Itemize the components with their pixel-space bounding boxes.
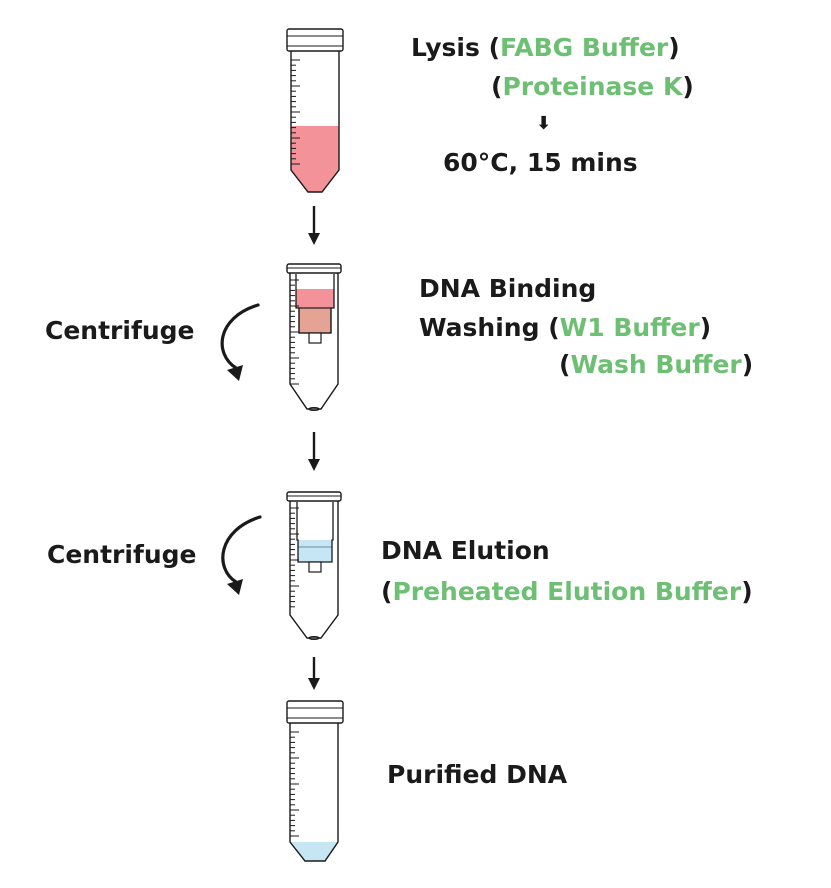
w1-buffer-label: W1 Buffer xyxy=(559,313,700,342)
elution-buffer-label: Preheated Elution Buffer xyxy=(392,577,742,606)
tube-graduations xyxy=(290,279,299,385)
tube-outline xyxy=(290,51,340,193)
paren-open: ( xyxy=(491,72,503,101)
paren-close: ) xyxy=(699,313,712,342)
down-arrow-icon xyxy=(308,432,320,471)
paren-open: ( xyxy=(559,350,571,379)
paren-open: ( xyxy=(381,577,393,606)
step3-elution-buffer-line: (Preheated Elution Buffer) xyxy=(381,576,753,608)
paren-open: ( xyxy=(488,33,501,62)
step2-wash-buffer-line: (Wash Buffer) xyxy=(559,349,753,381)
collection-tube-outline xyxy=(289,272,339,410)
dna-elution-label: DNA Elution xyxy=(381,536,550,565)
step1-proteinase-line: (Proteinase K) xyxy=(491,71,694,103)
paren-close: ) xyxy=(741,350,754,379)
down-arrow-icon xyxy=(308,206,320,245)
paren-close: ) xyxy=(668,33,680,62)
lysis-label: Lysis xyxy=(411,33,480,62)
tube-outline xyxy=(289,723,339,862)
fabg-buffer-label: FABG Buffer xyxy=(500,33,669,62)
step1-lysis-line: Lysis (FABG Buffer) xyxy=(411,32,680,64)
purified-dna-label: Purified DNA xyxy=(387,760,568,789)
wash-buffer-label: Wash Buffer xyxy=(570,350,742,379)
column-tip xyxy=(308,332,322,344)
small-down-arrow-icon: ⬇ xyxy=(536,113,552,134)
washing-label: Washing xyxy=(419,313,540,342)
proteinase-k-label: Proteinase K xyxy=(502,72,683,101)
curved-arrow-icon xyxy=(221,515,262,595)
lysate-tube-icon xyxy=(286,28,344,193)
column-tip xyxy=(308,561,322,573)
step2-washing-line: Washing (W1 Buffer) xyxy=(419,312,711,344)
centrifuge-label-2: Centrifuge xyxy=(47,540,197,569)
paren-open: ( xyxy=(548,313,560,342)
tube-cap xyxy=(286,700,344,724)
spin-column-tube-icon xyxy=(286,263,342,411)
paren-close: ) xyxy=(741,577,753,606)
incubation-condition: 60°C, 15 mins xyxy=(443,148,638,177)
tube-cap xyxy=(286,28,344,52)
purified-dna-tube-icon xyxy=(286,700,344,862)
dna-binding-label: DNA Binding xyxy=(419,274,597,303)
tube-graduations xyxy=(290,507,299,608)
tube-graduations xyxy=(290,731,299,837)
tube-graduations xyxy=(291,59,300,165)
paren-close: ) xyxy=(682,72,694,101)
down-arrow-icon xyxy=(308,657,320,690)
curved-arrow-icon xyxy=(220,303,260,381)
column-membrane xyxy=(298,307,332,334)
elution-tube-icon xyxy=(286,491,342,640)
column-liquid xyxy=(296,289,334,308)
elution-liquid xyxy=(298,540,332,562)
centrifuge-label-1: Centrifuge xyxy=(45,316,195,345)
collection-tube-outline xyxy=(289,500,339,639)
lysate-liquid xyxy=(291,126,339,192)
